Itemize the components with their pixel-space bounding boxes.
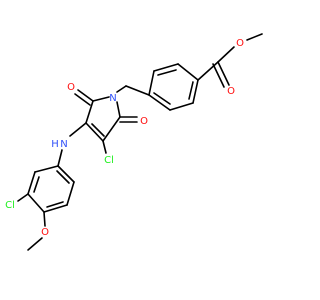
bond-ring2-b: [27, 171, 36, 195]
bond-ester-c-ring: [197, 61, 219, 81]
bond-ring2-inner-3: [56, 170, 70, 184]
bond-ester-c-o-double-1: [217, 61, 230, 86]
bond-ring1-inner-3: [188, 81, 194, 100]
bonds: [17, 33, 263, 251]
bond-ring2-e: [66, 181, 75, 206]
bond-methyl-ester-o: [246, 33, 263, 41]
bond-ring2-a: [34, 165, 59, 173]
bond-c4-cl: [102, 140, 107, 154]
bond-ring2-f: [57, 165, 75, 183]
ester-carbonyl-oxygen-label: O: [227, 86, 235, 97]
bond-ester-c-o-double-2: [212, 63, 225, 88]
amine-nitrogen-label: N: [60, 139, 67, 150]
bond-ring2-d: [43, 204, 68, 213]
bond-ring1-b: [153, 63, 179, 72]
bond-ring2-inner-1: [33, 176, 40, 193]
bond-c2-o-1: [77, 89, 94, 102]
bond-c3-c4-inner: [91, 123, 105, 137]
bond-c4-c5: [102, 116, 121, 142]
amine-hydrogen-label: H: [51, 139, 59, 150]
bond-ring2-inner-2: [46, 201, 64, 208]
bond-ring2-methoxy-o: [43, 211, 46, 227]
bond-methoxy-o-ch3: [27, 237, 43, 251]
atom-labels: O O O O N Cl N H Cl O: [5, 38, 244, 238]
imide-oxygen-top-label: O: [67, 82, 75, 93]
bond-nh-aryl: [57, 149, 63, 167]
bond-c2-c3: [85, 100, 94, 124]
bond-n-c2: [92, 96, 110, 102]
molecule-structure: O O O O N Cl N H Cl O: [5, 33, 263, 251]
aryl-chlorine-label: Cl: [5, 200, 15, 211]
ring-nitrogen-label: N: [109, 93, 116, 104]
methoxy-oxygen-label: O: [41, 227, 49, 238]
bond-c2-o-2: [74, 93, 91, 106]
bond-ring2-c: [27, 193, 45, 213]
vinyl-chlorine-label: Cl: [104, 155, 114, 166]
bond-ring1-a: [177, 63, 199, 81]
bond-ring1-f: [192, 79, 199, 104]
bond-ring1-inner-2: [153, 92, 171, 105]
bond-ch2-n: [116, 85, 127, 93]
ester-ether-oxygen-label: O: [236, 38, 244, 49]
bond-ring1-e: [169, 102, 194, 111]
bond-c3-c4: [85, 122, 104, 142]
imide-oxygen-right-label: O: [140, 116, 148, 127]
bond-c3-nh: [69, 122, 87, 137]
bond-ring2-cl: [17, 193, 29, 202]
bond-ring1-c: [148, 70, 155, 96]
bond-n-c5: [116, 101, 121, 118]
bond-ring1-ch2: [125, 85, 150, 96]
bond-ring1-d: [148, 94, 171, 111]
bond-ester-o-carbonyl-c: [217, 46, 235, 63]
bond-ring1-inner-1: [157, 69, 177, 76]
